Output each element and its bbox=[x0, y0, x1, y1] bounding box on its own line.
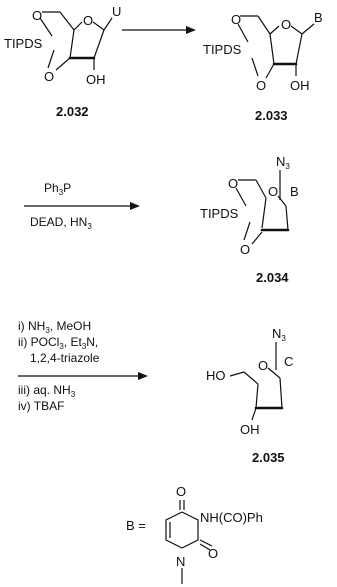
bond bbox=[39, 17, 53, 37]
bond bbox=[69, 29, 75, 59]
compound-2-032: TIPDS O O O U OH 2.032 bbox=[4, 4, 121, 119]
compound-2-033: TIPDS O O B O OH 2.033 bbox=[203, 10, 323, 123]
azide-label: N3 bbox=[276, 154, 290, 171]
bond bbox=[73, 21, 83, 31]
bond bbox=[251, 407, 257, 421]
bond bbox=[243, 371, 259, 385]
o-top-label: O bbox=[228, 176, 238, 191]
oh-label: OH bbox=[240, 422, 260, 437]
o-top-label: O bbox=[32, 8, 42, 23]
reagent-line-2: ii) POCl3, Et3N, bbox=[18, 335, 98, 351]
base-b-label: B bbox=[290, 184, 299, 199]
bond bbox=[265, 63, 275, 79]
compound-id: 2.033 bbox=[255, 108, 288, 123]
bond bbox=[267, 367, 281, 379]
bond bbox=[255, 383, 259, 409]
bond bbox=[47, 49, 55, 69]
compound-id: 2.034 bbox=[256, 270, 289, 285]
reagent-line-3: 1,2,4-triazole bbox=[30, 351, 100, 365]
o-bottom-label: O bbox=[256, 78, 266, 93]
compound-id: 2.035 bbox=[252, 450, 285, 465]
reagent-line-4: iii) aq. NH3 bbox=[18, 383, 76, 399]
bond bbox=[257, 15, 271, 35]
bond bbox=[235, 187, 247, 207]
bond bbox=[251, 231, 263, 245]
reagent-bottom: DEAD, HN3 bbox=[30, 215, 92, 231]
o-bottom-label: O bbox=[44, 69, 54, 84]
bond bbox=[277, 195, 287, 207]
bond bbox=[92, 21, 105, 31]
o-bottom-label: O bbox=[208, 546, 218, 561]
bond bbox=[251, 57, 259, 77]
compound-2-035: N3 C HO O OH 2.035 bbox=[206, 326, 293, 465]
tipds-label: TIPDS bbox=[4, 36, 43, 51]
bond bbox=[59, 11, 75, 31]
o-bottom-label: O bbox=[240, 242, 250, 257]
bond bbox=[285, 205, 289, 231]
azide-label: N3 bbox=[272, 326, 286, 343]
tipds-label: TIPDS bbox=[200, 206, 239, 221]
ho-label: HO bbox=[206, 368, 226, 383]
bond bbox=[261, 197, 267, 229]
bond bbox=[255, 179, 267, 199]
base-equals-label: B = bbox=[126, 518, 146, 533]
reagent-top: Ph3P bbox=[44, 181, 71, 197]
ring-o-label: O bbox=[268, 184, 278, 199]
arrow-1 bbox=[122, 26, 196, 34]
tipds-label: TIPDS bbox=[203, 42, 242, 57]
bond bbox=[103, 17, 113, 31]
bond bbox=[199, 543, 211, 551]
bond bbox=[237, 23, 249, 43]
bond bbox=[243, 221, 251, 241]
compound-id: 2.032 bbox=[56, 104, 89, 119]
bond bbox=[199, 539, 213, 547]
pyrimidine-ring bbox=[165, 511, 199, 549]
ring-o-label: O bbox=[83, 13, 93, 28]
bond bbox=[301, 23, 315, 35]
o-top-label: O bbox=[176, 484, 186, 499]
bond bbox=[295, 33, 303, 65]
base-b-label: B bbox=[314, 10, 323, 25]
reagent-line-1: i) NH3, MeOH bbox=[18, 319, 91, 335]
base-u-label: U bbox=[112, 4, 121, 19]
bond bbox=[55, 57, 71, 71]
oh-label: OH bbox=[86, 72, 106, 87]
bond bbox=[269, 25, 280, 35]
base-definition: B = O NH(CO)Ph O N bbox=[126, 484, 263, 584]
bond bbox=[93, 29, 105, 59]
compound-2-034: N3 B TIPDS O O O 2.034 bbox=[200, 154, 299, 285]
c-label: C bbox=[284, 354, 293, 369]
bond bbox=[290, 25, 303, 35]
oh-label: OH bbox=[290, 78, 310, 93]
ring-o-label: O bbox=[281, 17, 291, 32]
step-2: Ph3P DEAD, HN3 bbox=[24, 181, 140, 231]
n-label: N bbox=[176, 554, 185, 569]
bond bbox=[279, 377, 283, 409]
step-3: i) NH3, MeOH ii) POCl3, Et3N, 1,2,4-tria… bbox=[18, 319, 148, 413]
o-top-label: O bbox=[231, 12, 241, 27]
nh-label: NH(CO)Ph bbox=[200, 510, 263, 525]
ring-o-label: O bbox=[258, 358, 268, 373]
bond bbox=[229, 371, 245, 377]
reagent-line-5: iv) TBAF bbox=[18, 399, 64, 413]
bond bbox=[269, 33, 275, 65]
